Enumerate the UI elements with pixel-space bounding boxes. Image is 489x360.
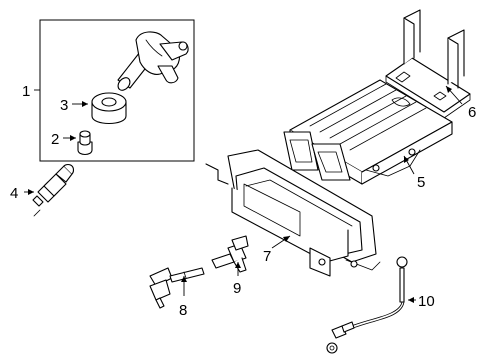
- callout-5: 5: [417, 174, 425, 191]
- callout-3: 3: [60, 97, 68, 114]
- ground-cable: [326, 256, 408, 354]
- callout-10: 10: [418, 293, 435, 310]
- arrowhead-8: [181, 276, 187, 282]
- callout-9: 9: [233, 280, 241, 297]
- callout-8: 8: [179, 302, 187, 319]
- callout-7: 7: [263, 248, 271, 265]
- crankshaft-position-sensor: [149, 267, 205, 309]
- arrowhead-4: [28, 189, 34, 195]
- arrowhead-10: [408, 297, 414, 303]
- seal-ring: [91, 92, 127, 125]
- callout-4: 4: [10, 185, 18, 202]
- arrowhead-7: [283, 236, 290, 242]
- boot-insert: [77, 130, 93, 156]
- arrowhead-2: [70, 135, 76, 141]
- inset-frame: [39, 19, 195, 162]
- spark-plug: [32, 163, 75, 217]
- arrowhead-6: [446, 86, 452, 93]
- engine-control-module: [283, 79, 453, 185]
- callout-2: 2: [51, 131, 59, 148]
- arrowhead-9: [235, 262, 241, 268]
- arrowhead-3: [82, 101, 88, 107]
- module-housing-tray: [205, 149, 381, 277]
- callout-6: 6: [468, 104, 476, 121]
- camshaft-position-sensor: [211, 235, 249, 273]
- module-bracket: [385, 9, 471, 119]
- arrowhead-5: [404, 156, 409, 163]
- ignition-coil: [117, 31, 189, 91]
- callout-1: 1: [22, 83, 30, 100]
